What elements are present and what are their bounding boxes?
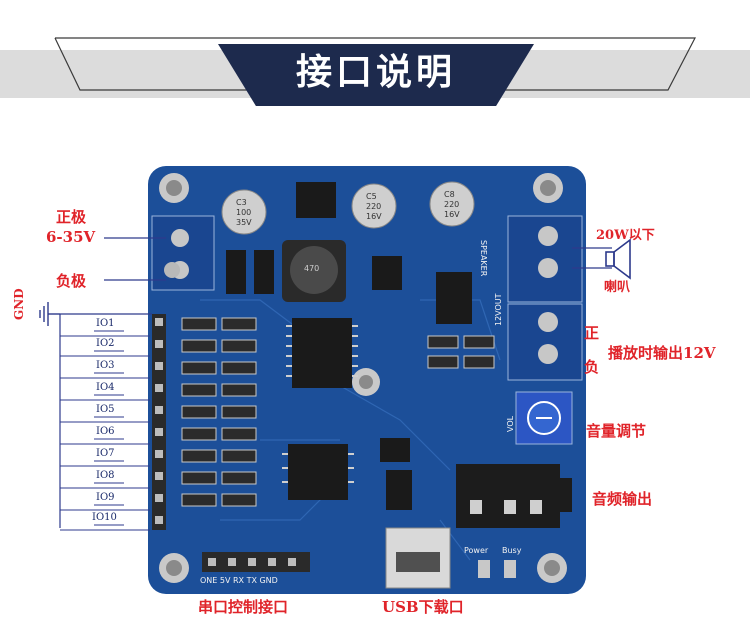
cap-left-top: C3 (236, 198, 247, 207)
io-label: IO6 (96, 426, 115, 437)
label-audio-output: 音频输出 (592, 490, 653, 508)
gnd-symbol (39, 302, 60, 326)
cap-mid-bottom: 16V (366, 212, 382, 221)
silk-vol: VOL (506, 415, 515, 432)
label-speaker: 喇叭 (604, 280, 631, 295)
label-output-negative: 负 (584, 358, 600, 376)
io-label: IO8 (96, 470, 115, 481)
ic-chips (226, 182, 472, 510)
silk-output: 12VOUT (494, 293, 503, 326)
label-negative-terminal: 负极 (56, 272, 87, 290)
label-volume-adjust: 音量调节 (586, 422, 647, 440)
silk-header-pins: ONE 5V RX TX GND (200, 576, 278, 585)
cap-right-bottom: 16V (444, 210, 460, 219)
page-title: 接口说明 (295, 52, 456, 93)
silk-busy: Busy (502, 546, 522, 555)
cap-mid-mid: 220 (366, 202, 382, 211)
io-label: IO3 (96, 360, 115, 371)
busy-led (504, 560, 516, 578)
label-play-output: 播放时输出12V (608, 344, 716, 362)
silk-inductor: 470 (304, 264, 320, 273)
label-positive-terminal: 正极 (56, 208, 87, 226)
chip-pins (282, 325, 358, 483)
label-gnd: GND (12, 288, 26, 320)
mounting-holes (159, 173, 567, 583)
io-header (152, 314, 166, 530)
cap-left-mid: 100 (236, 208, 252, 217)
cap-right-top: C8 (444, 190, 455, 199)
cap-mid-top: C5 (366, 192, 377, 201)
resistor-array (181, 317, 495, 507)
capacitors (221, 181, 475, 235)
annotation-lines (59, 237, 612, 528)
io-label: IO5 (96, 404, 115, 415)
audio-jack (456, 464, 560, 528)
label-usb-download: USB下载口 (382, 598, 464, 616)
label-voltage-range: 6-35V (46, 228, 96, 246)
label-speaker-power: 20W以下 (596, 228, 655, 243)
io-label: IO2 (96, 338, 115, 349)
io-label: IO1 (96, 318, 115, 329)
silk-speaker: SPEAKER (479, 240, 488, 277)
speaker-icon (605, 238, 631, 280)
power-led (478, 560, 490, 578)
io-label: IO10 (92, 512, 117, 523)
io-label: IO7 (96, 448, 115, 459)
banner-tab (218, 44, 534, 106)
label-serial-port: 串口控制接口 (198, 598, 289, 616)
label-output-positive: 正 (584, 324, 600, 342)
cap-right-mid: 220 (444, 200, 460, 209)
silk-power: Power (464, 546, 489, 555)
io-label: IO4 (96, 382, 115, 393)
io-label: IO9 (96, 492, 115, 503)
cap-left-bottom: 35V (236, 218, 252, 227)
